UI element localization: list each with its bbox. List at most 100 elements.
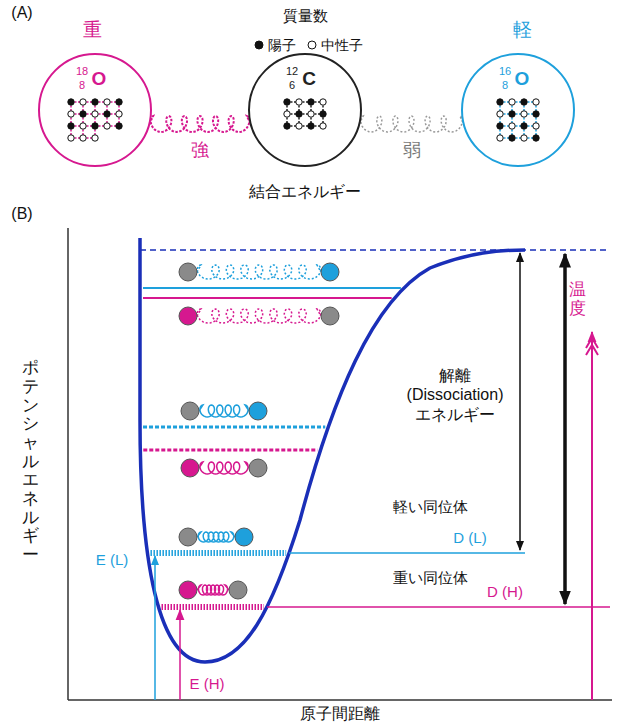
isotope-number: 16 xyxy=(499,65,511,78)
dl-arrow xyxy=(519,253,521,550)
nucleus-circle: 126C xyxy=(247,52,363,168)
panel-label: (A) xyxy=(11,4,32,22)
proton-dot xyxy=(284,123,290,129)
energy-level xyxy=(150,550,286,556)
bond-spring xyxy=(197,309,321,323)
light-isotope-label: 軽い同位体 xyxy=(393,498,468,515)
neutron-dot xyxy=(521,135,527,141)
temperature-arrow xyxy=(591,332,593,700)
atom-ball xyxy=(321,263,339,281)
atom-ball xyxy=(179,581,197,599)
dissociation-level xyxy=(140,249,610,251)
temperature-label: 温度 xyxy=(569,281,586,318)
proton-dot xyxy=(92,123,98,129)
proton-dot xyxy=(521,123,527,129)
neutron-dot xyxy=(320,123,326,129)
proton-dot xyxy=(308,99,314,105)
neutron-dot xyxy=(68,135,74,141)
y-axis xyxy=(67,228,69,700)
proton-dot xyxy=(80,111,86,117)
legend-sample xyxy=(255,41,263,49)
proton-dot xyxy=(533,111,539,117)
dl-label: D (L) xyxy=(453,529,486,546)
bond-strength-label: 強 xyxy=(191,140,209,161)
spacer xyxy=(520,253,550,550)
isotope-number: 8 xyxy=(502,79,508,92)
atom-ball xyxy=(181,402,199,420)
neutron-dot xyxy=(284,111,290,117)
proton-dot xyxy=(296,111,302,117)
proton-dot xyxy=(116,99,122,105)
potential-curve xyxy=(140,238,525,662)
molecule-pair xyxy=(179,581,247,599)
molecule-pair xyxy=(179,263,339,281)
neutron-dot xyxy=(80,123,86,129)
energy-level xyxy=(143,426,325,429)
proton-dot xyxy=(104,111,110,117)
molecule-pair xyxy=(179,307,339,325)
atom-ball xyxy=(181,459,199,477)
legend-sample xyxy=(308,41,316,49)
proton-dot xyxy=(92,99,98,105)
bond-spring xyxy=(197,265,321,279)
circle-border xyxy=(462,54,574,166)
atom-ball xyxy=(179,528,197,546)
atom-ball xyxy=(249,402,267,420)
neutron-dot xyxy=(497,135,503,141)
neutron-dot xyxy=(320,99,326,105)
proton-dot xyxy=(509,111,515,117)
proton-dot xyxy=(497,99,503,105)
mass-number-label: 質量数 xyxy=(283,7,328,24)
proton-dot xyxy=(497,123,503,129)
x-axis-title: 原子間距離 xyxy=(300,705,380,723)
light-label: 軽 xyxy=(513,19,532,41)
energy-level xyxy=(162,604,264,610)
dissociation-reference-line xyxy=(267,606,610,608)
neutron-dot xyxy=(533,123,539,129)
legend-text: 中性子 xyxy=(321,37,363,53)
isotope-number: 8 xyxy=(79,79,85,92)
molecule-pair xyxy=(181,459,267,477)
dissociation-energy-label: 解離 (Dissociation) エネルギー xyxy=(407,366,504,424)
neutron-dot xyxy=(92,135,98,141)
atom-ball xyxy=(179,307,197,325)
proton-dot xyxy=(533,135,539,141)
heavy-isotope-label: 重い同位体 xyxy=(393,569,468,586)
bond-spring xyxy=(197,585,229,595)
neutron-dot xyxy=(80,99,86,105)
bond-spring xyxy=(197,532,235,542)
circle-border xyxy=(39,54,151,166)
atom-ball xyxy=(235,528,253,546)
temperature-chevron xyxy=(586,345,598,355)
dh-label: D (H) xyxy=(487,583,523,600)
dissociation-reference-line xyxy=(289,552,525,554)
nucleus-circle: 188O xyxy=(37,52,153,168)
neutron-dot xyxy=(533,99,539,105)
x-axis xyxy=(68,699,612,701)
neutron-dot xyxy=(509,123,515,129)
neutron-dot xyxy=(80,135,86,141)
bond-spring xyxy=(199,462,249,474)
neutron-dot xyxy=(521,111,527,117)
neutron-dot xyxy=(104,123,110,129)
nucleus-circle: 168O xyxy=(460,52,576,168)
bond-spring xyxy=(199,405,249,417)
atom-ball xyxy=(249,459,267,477)
proton-dot xyxy=(308,123,314,129)
atom-ball xyxy=(229,581,247,599)
circle-border xyxy=(249,54,361,166)
molecule-pair xyxy=(179,528,253,546)
isotope-number: 6 xyxy=(289,79,295,92)
bond-spring xyxy=(359,116,464,132)
neutron-dot xyxy=(68,111,74,117)
bond-strength-label: 弱 xyxy=(403,140,421,161)
heavy-label: 重 xyxy=(83,19,102,41)
element-symbol: C xyxy=(302,68,316,90)
dh-arrow xyxy=(563,254,567,604)
neutron-dot xyxy=(92,111,98,117)
eh-arrow xyxy=(179,610,181,700)
energy-level xyxy=(143,297,392,299)
spring-path xyxy=(149,116,251,132)
molecule-pair xyxy=(181,402,267,420)
